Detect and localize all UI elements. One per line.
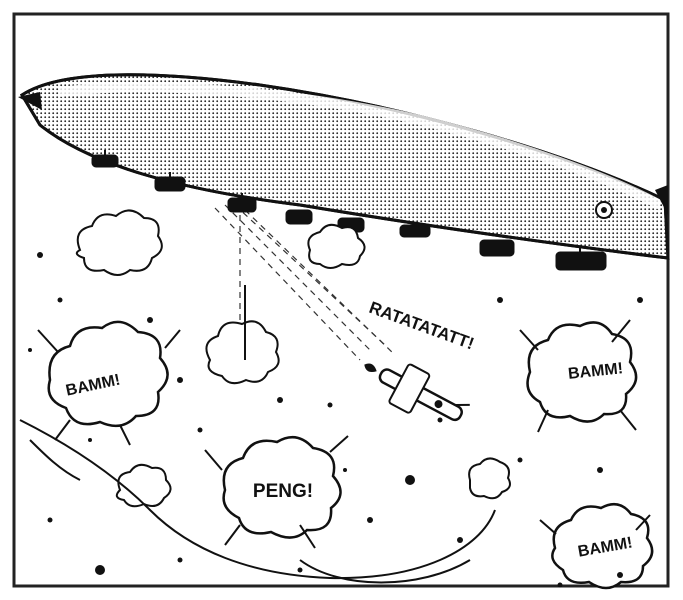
bamm-burst-right — [526, 321, 638, 423]
trail-lines — [19, 419, 496, 584]
zeppelin-airship — [18, 73, 670, 260]
gondola — [154, 176, 186, 192]
gondolas — [91, 150, 607, 271]
bamm-burst-bottom — [551, 502, 654, 590]
gondola — [399, 224, 431, 238]
biplane — [364, 363, 470, 422]
gondola — [227, 197, 257, 213]
sfx-bamm-right: BAMM! — [567, 360, 624, 383]
smoke-cloud — [205, 320, 280, 385]
peng-burst — [222, 435, 342, 539]
flak-debris — [28, 252, 643, 588]
biplane-wing — [388, 363, 431, 414]
tracer-beam — [214, 204, 396, 361]
burst-speed-lines — [37, 285, 651, 549]
smoke-cloud — [468, 457, 511, 500]
gondola — [479, 239, 515, 257]
smoke-cloud — [75, 209, 163, 276]
explosion-bursts — [47, 320, 654, 590]
gondola — [285, 209, 313, 225]
gondola — [555, 251, 607, 271]
bamm-burst-left — [47, 320, 169, 428]
smoke-clouds — [75, 209, 511, 508]
propeller-icon — [364, 363, 377, 373]
sfx-peng: PENG! — [253, 481, 313, 502]
gondola — [91, 154, 119, 168]
smoke-cloud — [307, 223, 366, 269]
smoke-cloud — [115, 463, 172, 508]
